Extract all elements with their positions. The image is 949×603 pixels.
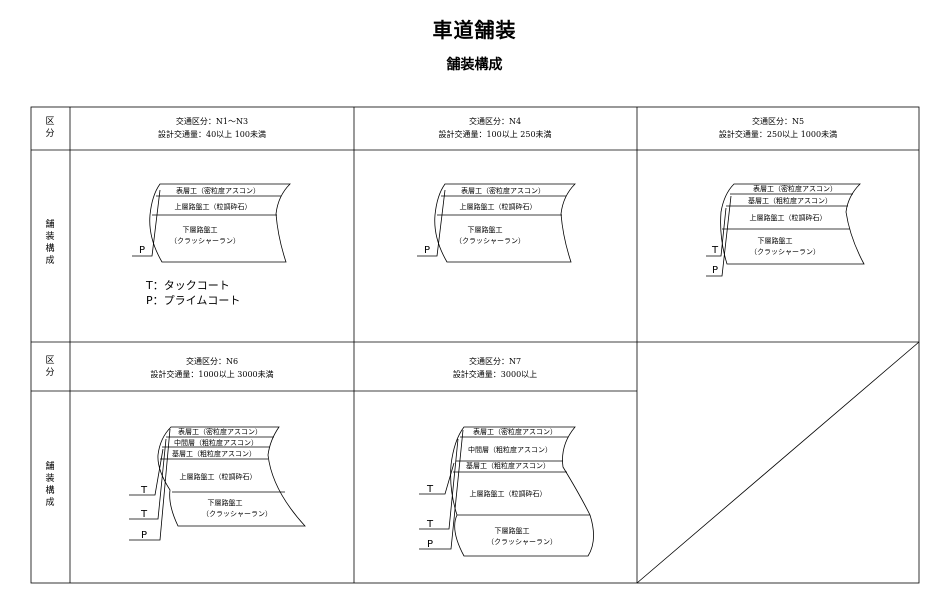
pavement-diagram-n7: 表層工（密粒度アスコン） 中間層（粗粒度アスコン） 基層工（粗粒度アスコン） 上… <box>419 426 594 557</box>
traffic-n6: 設計交通量：1000以上 3000未満 <box>150 369 273 379</box>
side-label-kou: 構 <box>45 484 54 496</box>
mark-label: P <box>139 245 145 256</box>
mark-label: T <box>711 245 719 256</box>
kubun-n5: 交通区分：N5 <box>752 116 804 126</box>
side-label-ku: 区 <box>45 355 54 366</box>
layer-label: 基層工（粗粒度アスコン） <box>748 196 832 205</box>
kubun-n7: 交通区分：N7 <box>469 356 521 366</box>
side-label-kou: 構 <box>45 242 54 254</box>
layer-label: 表層工（密粒度アスコン） <box>461 186 545 195</box>
pavement-diagram-n4: 表層工（密粒度アスコン） 上層路盤工（粒調砕石） 下層路盤工 （クラッシャーラン… <box>417 183 576 263</box>
side-label-ho: 舗 <box>45 218 54 230</box>
mark-label: P <box>424 245 430 256</box>
kubun-n4: 交通区分：N4 <box>469 116 521 126</box>
mark-label: T <box>140 485 148 496</box>
legend-tack-coat: T：タックコート <box>145 279 230 292</box>
layer-label: 下層路盤工 <box>183 225 218 234</box>
layer-label: 基層工（粗粒度アスコン） <box>466 461 550 470</box>
empty-cell-diagonal <box>636 341 920 584</box>
layer-label: （クラッシャーラン） <box>170 237 240 245</box>
layer-label: （クラッシャーラン） <box>487 538 557 546</box>
layer-label: 表層工（密粒度アスコン） <box>178 427 262 436</box>
layer-label: 上層路盤工（粒調砕石） <box>460 202 537 211</box>
layer-label: （クラッシャーラン） <box>202 510 272 518</box>
mark-label: T <box>140 509 148 520</box>
mark-label: P <box>141 530 147 541</box>
layer-label: 上層路盤工（粒調砕石） <box>180 472 257 481</box>
side-label-bun: 分 <box>45 367 54 378</box>
side-label-sou: 装 <box>45 472 54 484</box>
layer-label: 下層路盤工 <box>208 498 243 507</box>
mark-label: T <box>426 519 434 530</box>
traffic-n1n3: 設計交通量：40以上 100未満 <box>158 129 266 139</box>
layer-label: 下層路盤工 <box>495 526 530 535</box>
layer-label: 下層路盤工 <box>468 225 503 234</box>
layer-label: （クラッシャーラン） <box>750 248 820 256</box>
legend-prime-coat: P：プライムコート <box>146 294 240 307</box>
layer-label: 中間層（粗粒度アスコン） <box>174 438 258 447</box>
layer-label: 下層路盤工 <box>758 236 793 245</box>
layer-label: 中間層（粗粒度アスコン） <box>468 445 552 454</box>
page-title: 車道舗装 <box>432 18 517 42</box>
layer-label: 基層工（粗粒度アスコン） <box>172 449 256 458</box>
traffic-n5: 設計交通量：250以上 1000未満 <box>719 129 837 139</box>
kubun-n6: 交通区分：N6 <box>186 356 238 366</box>
table-border <box>30 106 920 584</box>
pavement-diagram-n6: 表層工（密粒度アスコン） 中間層（粗粒度アスコン） 基層工（粗粒度アスコン） 上… <box>129 426 306 541</box>
layer-label: 上層路盤工（粒調砕石） <box>750 213 827 222</box>
side-label-bun: 分 <box>45 128 54 139</box>
layer-label: 上層路盤工（粒調砕石） <box>470 489 547 498</box>
layer-label: 上層路盤工（粒調砕石） <box>175 202 252 211</box>
side-label-sei: 成 <box>45 254 54 266</box>
mark-label: T <box>426 484 434 495</box>
layer-label: 表層工（密粒度アスコン） <box>473 427 557 436</box>
side-label-sei: 成 <box>45 496 54 508</box>
layer-label: 表層工（密粒度アスコン） <box>176 186 260 195</box>
traffic-n7: 設計交通量：3000以上 <box>453 369 537 379</box>
kubun-n1n3: 交通区分：N1～N3 <box>176 116 248 126</box>
side-label-sou: 装 <box>45 230 54 242</box>
mark-label: P <box>427 539 433 550</box>
layer-label: （クラッシャーラン） <box>455 237 525 245</box>
traffic-n4: 設計交通量：100以上 250未満 <box>438 129 551 139</box>
page-subtitle: 舗装構成 <box>446 57 503 73</box>
pavement-diagram-n1n3: 表層工（密粒度アスコン） 上層路盤工（粒調砕石） 下層路盤工 （クラッシャーラン… <box>132 183 291 263</box>
side-label-ku: 区 <box>45 116 54 127</box>
mark-label: P <box>712 265 718 276</box>
pavement-diagram-n5: 表層工（密粒度アスコン） 基層工（粗粒度アスコン） 上層路盤工（粒調砕石） 下層… <box>706 183 865 277</box>
side-label-ho: 舗 <box>45 460 54 472</box>
layer-label: 表層工（密粒度アスコン） <box>753 184 837 193</box>
